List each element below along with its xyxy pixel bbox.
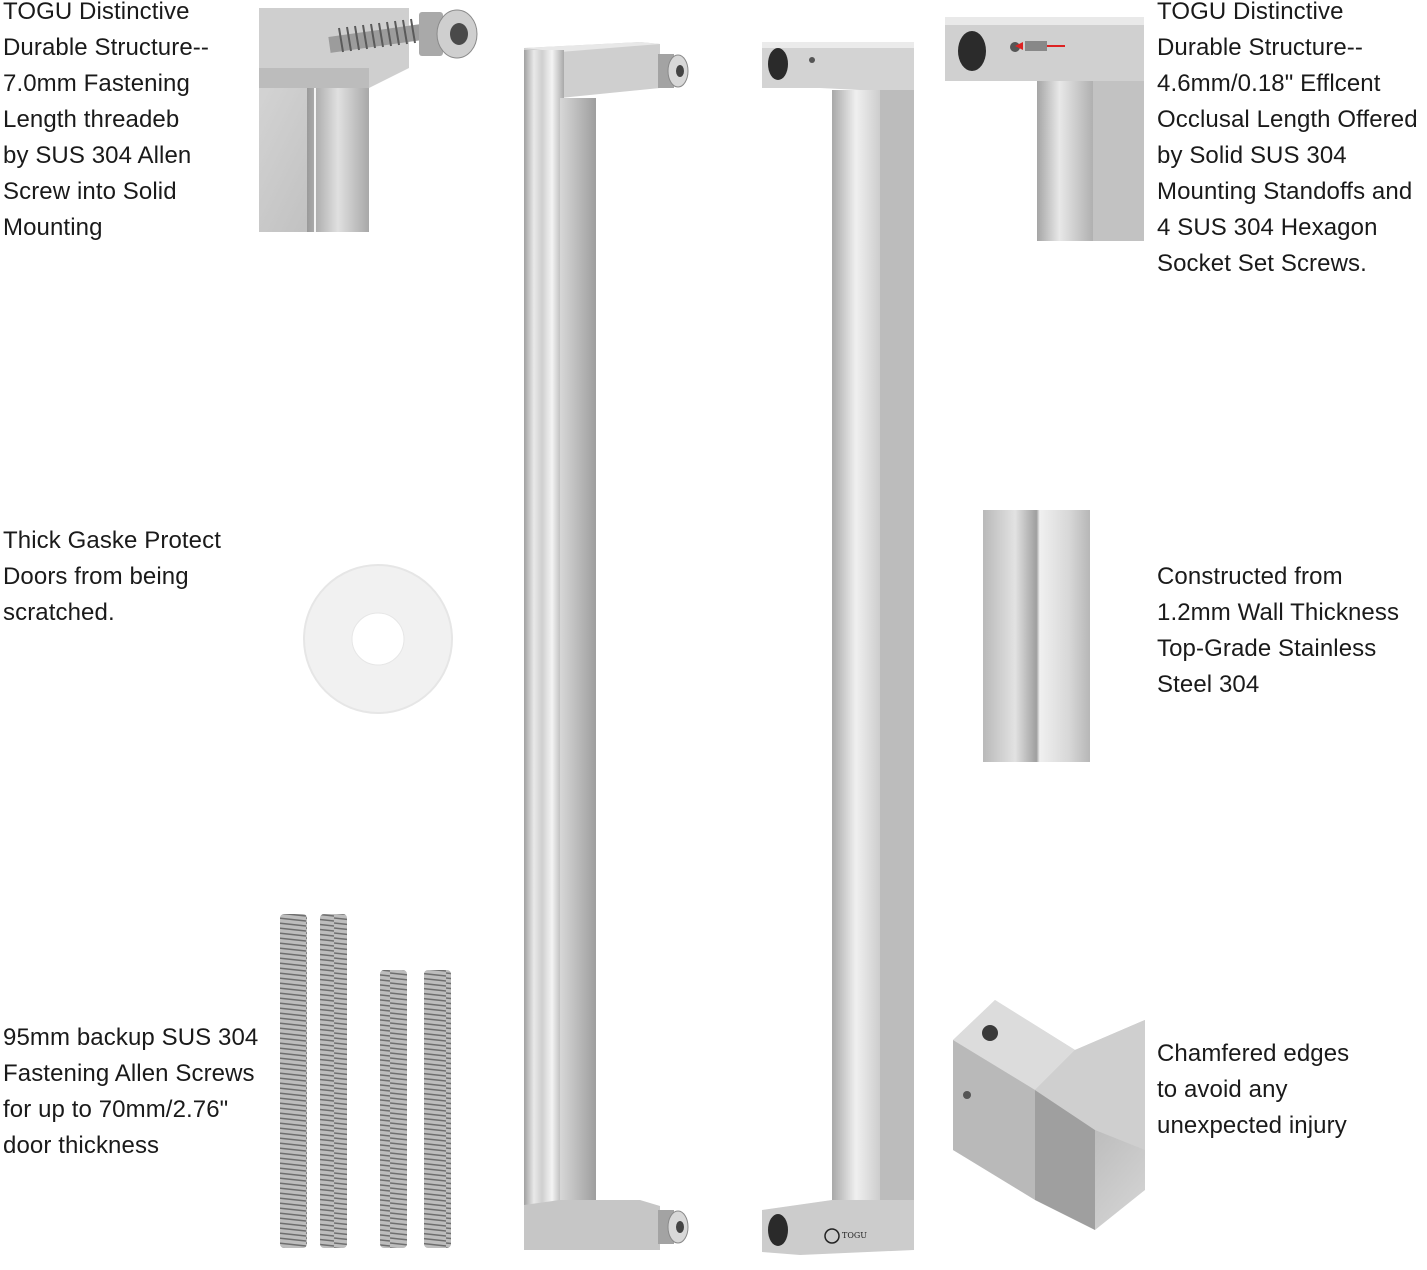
threaded-rods-photo bbox=[278, 912, 454, 1252]
feature-text-standoffs: TOGU Distinctive Durable Structure-- 4.6… bbox=[1157, 0, 1418, 277]
chamfered-corner-photo bbox=[945, 1000, 1145, 1260]
allen-screw-icon bbox=[328, 9, 478, 59]
screw-detail-photo bbox=[259, 8, 480, 232]
threaded-rod-icon bbox=[280, 914, 451, 1248]
door-handle-left-photo bbox=[520, 40, 692, 1255]
feature-text-fastening-length: TOGU Distinctive Durable Structure-- 7.0… bbox=[3, 0, 209, 241]
feature-text-wall-thickness: Constructed from 1.2mm Wall Thickness To… bbox=[1157, 563, 1400, 698]
togu-logo-icon bbox=[824, 1228, 840, 1244]
gasket-washer-icon bbox=[302, 563, 454, 715]
wall-thickness-detail-photo bbox=[983, 510, 1090, 762]
feature-text-backup-screws: 95mm backup SUS 304 Fastening Allen Scre… bbox=[3, 1024, 259, 1159]
feature-text-chamfered-edges: Chamfered edges to avoid any unexpected … bbox=[1157, 1040, 1350, 1139]
togu-logo-text: TOGU bbox=[842, 1231, 868, 1240]
standoff-detail-photo bbox=[945, 17, 1144, 241]
door-handle-right-photo: TOGU bbox=[760, 40, 918, 1255]
feature-text-gasket: Thick Gaske Protect Doors from being scr… bbox=[3, 527, 221, 626]
allen-screw-icon bbox=[658, 54, 689, 1244]
